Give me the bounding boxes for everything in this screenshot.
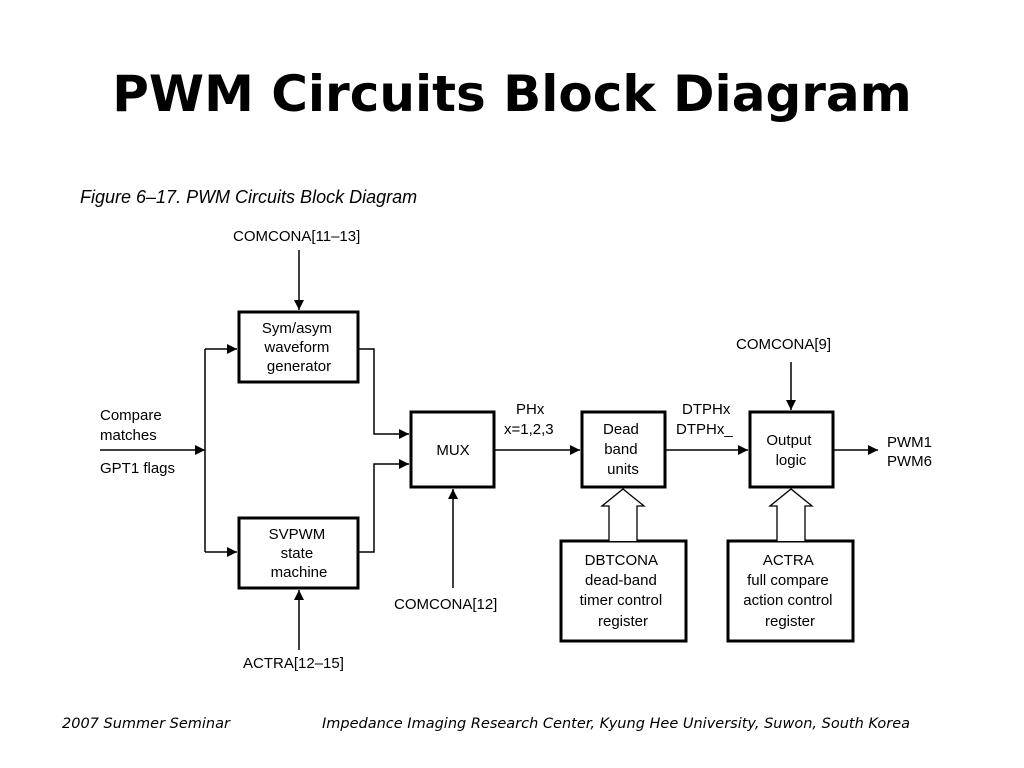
svpwm-line: state bbox=[281, 545, 314, 562]
block-waveform-generator: Sym/asym waveform generator bbox=[237, 310, 360, 384]
dead-band-line: band bbox=[604, 441, 637, 458]
bus-arrow-actra bbox=[768, 488, 814, 541]
block-dbtcona-register: DBTCONA dead-band timer control register bbox=[559, 539, 688, 643]
block-actra-register: ACTRA full compare action control regist… bbox=[726, 539, 855, 643]
svg-text:Sym/asym waveform: Sym/asym waveform generator bbox=[262, 320, 336, 375]
waveform-generator-line: generator bbox=[267, 358, 331, 375]
svg-text:ACTRA full compare: ACTRA full compare action control regist… bbox=[743, 552, 836, 630]
signal-phx-line1: PHx bbox=[516, 401, 545, 418]
signal-dtphx-line2: DTPHx_ bbox=[676, 421, 733, 438]
signal-gpt1-flags: GPT1 flags bbox=[100, 460, 175, 477]
block-dead-band-units: Dead band units bbox=[580, 410, 667, 489]
waveform-generator-line: waveform bbox=[263, 339, 329, 356]
svpwm-line: SVPWM bbox=[269, 526, 326, 543]
figure-caption: Figure 6–17. PWM Circuits Block Diagram bbox=[80, 187, 417, 207]
connector-waveform-to-mux bbox=[358, 348, 409, 439]
actra-line: register bbox=[765, 613, 815, 630]
signal-actra-12-15: ACTRA[12–15] bbox=[243, 655, 344, 672]
svg-text:Dead band units: Dead band units bbox=[603, 421, 643, 478]
bus-arrow-dbtcona bbox=[600, 488, 646, 541]
signal-compare-line1: Compare bbox=[100, 407, 162, 424]
dbtcona-line: register bbox=[598, 613, 648, 630]
mux-label: MUX bbox=[436, 442, 469, 459]
svpwm-line: machine bbox=[271, 564, 328, 581]
dead-band-line: Dead bbox=[603, 421, 639, 438]
dbtcona-line: dead-band bbox=[585, 572, 657, 589]
waveform-generator-line: Sym/asym bbox=[262, 320, 332, 337]
signal-pwm6: PWM6 bbox=[887, 453, 932, 470]
dead-band-line: units bbox=[607, 461, 639, 478]
block-mux: MUX bbox=[409, 410, 496, 489]
dbtcona-line: DBTCONA bbox=[585, 552, 658, 569]
slide-title: PWM Circuits Block Diagram bbox=[112, 65, 912, 123]
svg-text:Output logic: Output logic bbox=[766, 432, 815, 469]
output-logic-line: Output bbox=[766, 432, 812, 449]
actra-line: ACTRA bbox=[763, 552, 814, 569]
footer-affiliation: Impedance Imaging Research Center, Kyung… bbox=[322, 716, 911, 732]
footer-seminar: 2007 Summer Seminar bbox=[62, 716, 230, 732]
signal-comcona-9: COMCONA[9] bbox=[736, 336, 831, 353]
output-logic-line: logic bbox=[776, 452, 807, 469]
signal-phx-line2: x=1,2,3 bbox=[504, 421, 554, 438]
svg-text:SVPWM state machin: SVPWM state machine bbox=[269, 526, 330, 581]
signal-comcona-12: COMCONA[12] bbox=[394, 596, 497, 613]
signal-dtphx-line1: DTPHx bbox=[682, 401, 731, 418]
actra-line: action control bbox=[743, 592, 832, 609]
svg-text:DBTCONA dead-band: DBTCONA dead-band timer control register bbox=[580, 552, 667, 630]
actra-line: full compare bbox=[747, 572, 829, 589]
signal-pwm1: PWM1 bbox=[887, 434, 932, 451]
block-output-logic: Output logic bbox=[748, 410, 835, 489]
block-svpwm-state-machine: SVPWM state machine bbox=[237, 516, 360, 590]
signal-compare-line2: matches bbox=[100, 427, 157, 444]
dbtcona-line: timer control bbox=[580, 592, 663, 609]
connector-svpwm-to-mux bbox=[358, 459, 409, 553]
signal-comcona-11-13: COMCONA[11–13] bbox=[233, 228, 360, 245]
